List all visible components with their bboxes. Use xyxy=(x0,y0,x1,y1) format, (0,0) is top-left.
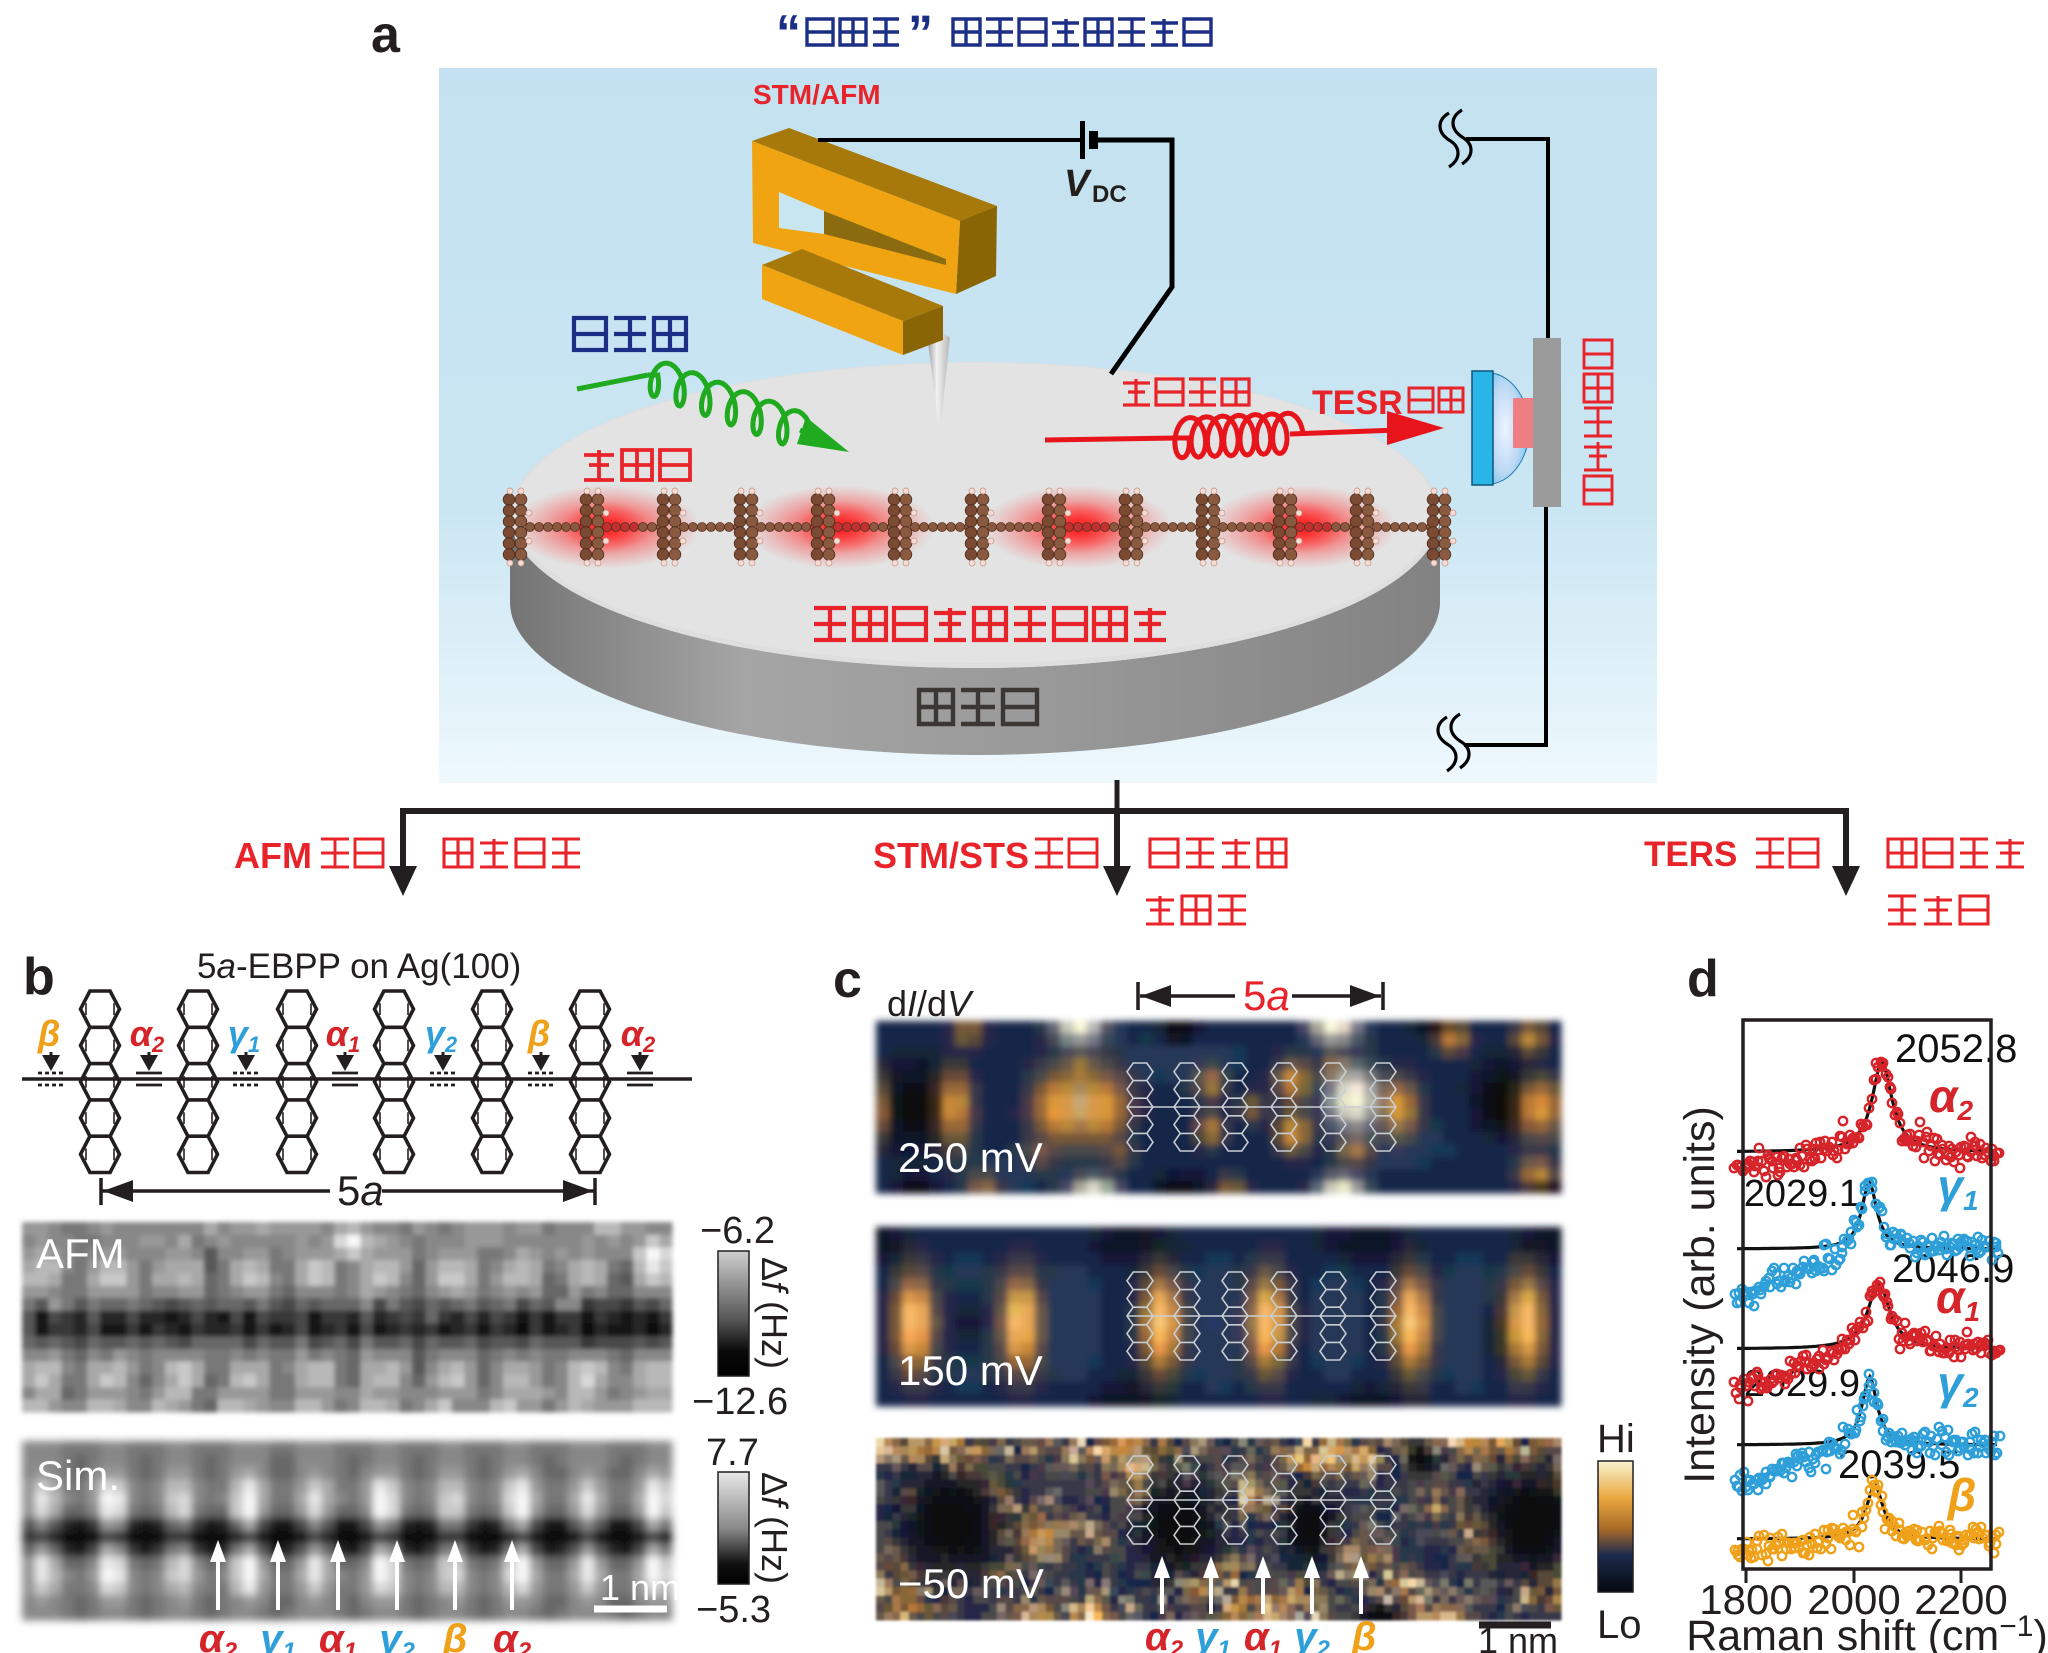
svg-text:7.7: 7.7 xyxy=(706,1432,759,1474)
svg-text:c: c xyxy=(833,951,862,1009)
svg-text:γ2: γ2 xyxy=(379,1617,415,1653)
svg-text:α2: α2 xyxy=(130,1013,165,1057)
svg-text:α1: α1 xyxy=(1244,1615,1282,1653)
svg-text:Sim.: Sim. xyxy=(36,1452,120,1499)
svg-text:α2: α2 xyxy=(1145,1615,1184,1653)
svg-text:β: β xyxy=(37,1013,60,1054)
svg-text:γ1: γ1 xyxy=(260,1617,296,1653)
svg-text:AFM: AFM xyxy=(234,835,312,876)
svg-text:β: β xyxy=(1351,1615,1377,1653)
svg-text:a: a xyxy=(371,6,401,64)
svg-text:b: b xyxy=(23,948,55,1006)
svg-text:“: “ xyxy=(776,5,801,61)
svg-text:2052.8: 2052.8 xyxy=(1895,1027,2017,1071)
svg-text:AFM: AFM xyxy=(36,1230,125,1277)
svg-text:”: ” xyxy=(908,5,933,61)
svg-text:α1: α1 xyxy=(1936,1271,1980,1327)
svg-text:Δf (Hz): Δf (Hz) xyxy=(754,1257,795,1369)
svg-text:2039.5: 2039.5 xyxy=(1838,1443,1960,1487)
svg-text:α2: α2 xyxy=(1929,1070,1974,1126)
svg-text:−6.2: −6.2 xyxy=(700,1210,775,1252)
svg-text:2200: 2200 xyxy=(1914,1576,2007,1623)
svg-text:β: β xyxy=(1947,1469,1977,1521)
svg-text:α2: α2 xyxy=(199,1617,238,1653)
svg-text:TERS: TERS xyxy=(1644,835,1737,874)
svg-text:γ2: γ2 xyxy=(1294,1615,1330,1653)
svg-text:β: β xyxy=(442,1617,468,1653)
svg-text:dI/dV: dI/dV xyxy=(887,983,974,1024)
svg-text:5a: 5a xyxy=(1243,972,1290,1019)
svg-text:1 nm: 1 nm xyxy=(600,1567,680,1608)
svg-text:DC: DC xyxy=(1092,181,1127,208)
svg-text:−50 mV: −50 mV xyxy=(898,1560,1044,1607)
svg-text:2000: 2000 xyxy=(1807,1576,1900,1623)
svg-text:5a-EBPP on Ag(100): 5a-EBPP on Ag(100) xyxy=(197,947,521,986)
svg-text:STM/STS: STM/STS xyxy=(873,835,1029,876)
svg-text:γ2: γ2 xyxy=(425,1013,458,1057)
svg-text:α2: α2 xyxy=(621,1013,656,1057)
svg-text:γ1: γ1 xyxy=(1937,1160,1978,1216)
svg-text:150 mV: 150 mV xyxy=(898,1347,1043,1394)
svg-text:α1: α1 xyxy=(326,1013,361,1057)
svg-text:γ2: γ2 xyxy=(1937,1357,1979,1413)
svg-text:1 nm: 1 nm xyxy=(1478,1620,1558,1653)
svg-text:α1: α1 xyxy=(319,1617,357,1653)
svg-text:1800: 1800 xyxy=(1699,1576,1792,1623)
svg-text:5a: 5a xyxy=(337,1167,384,1214)
svg-text:250 mV: 250 mV xyxy=(898,1134,1043,1181)
svg-text:Hi: Hi xyxy=(1597,1417,1635,1461)
svg-text:STM/AFM: STM/AFM xyxy=(753,79,881,110)
svg-text:γ1: γ1 xyxy=(228,1013,260,1057)
svg-text:−12.6: −12.6 xyxy=(692,1381,788,1423)
svg-text:V: V xyxy=(1064,163,1092,205)
svg-text:γ1: γ1 xyxy=(1195,1615,1231,1653)
svg-text:Lo: Lo xyxy=(1597,1603,1642,1647)
svg-text:Intensity (arb. units): Intensity (arb. units) xyxy=(1676,1106,1724,1484)
svg-text:Raman shift (cm−1): Raman shift (cm−1) xyxy=(1686,1610,2048,1653)
svg-text:d: d xyxy=(1687,950,1719,1008)
svg-text:α2: α2 xyxy=(493,1617,532,1653)
svg-text:β: β xyxy=(527,1013,550,1054)
svg-text:−5.3: −5.3 xyxy=(696,1589,771,1631)
svg-text:Δf (Hz): Δf (Hz) xyxy=(754,1472,795,1584)
